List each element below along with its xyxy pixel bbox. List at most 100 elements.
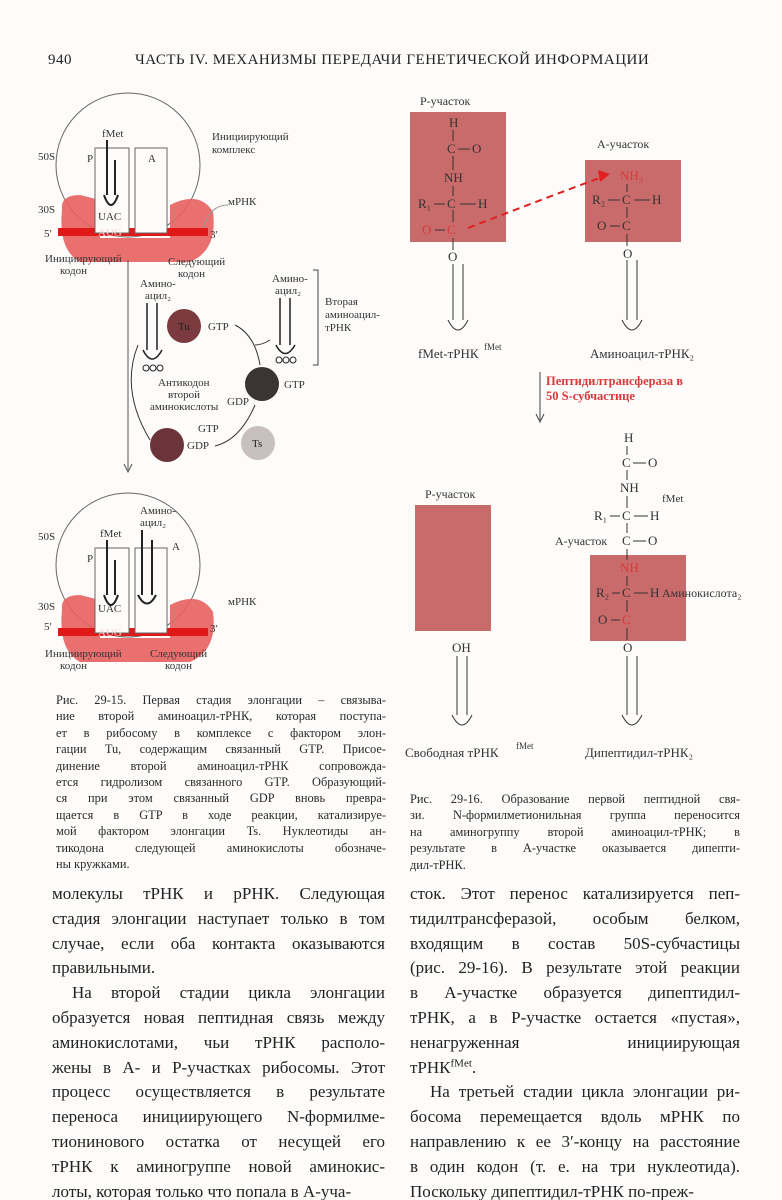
text-line: случае, если оба контакта оказываются [52,933,385,953]
text-line: динение второй аминоацил-тРНК сопровожда… [56,758,386,773]
atom-o7: O [648,533,657,548]
next-codon-label-2: кодон [178,268,205,280]
gtp-label-3: GTP [198,423,219,435]
anticodon-label: Антикодон [158,377,210,389]
text-line: жены в А- и Р-участках рибосомы. Этот [52,1057,385,1077]
fmet-trna-label: fMet-тРНК [418,346,479,361]
five-prime-label-2: 5′ [44,621,52,633]
enzyme-label-2: 50 S-субчастице [546,389,635,403]
anticodon-uac: UAC [98,211,121,223]
empty-p-site-box [415,505,491,631]
atom-h6: H [650,585,659,600]
enzyme-label: Пептидилтрансфераза в [546,374,683,388]
a-site-label-2: A [172,541,180,553]
aminoacyl-label-right: Амино- [272,273,308,285]
p-site-label: Р-участок [420,94,470,108]
atom-c: C [447,141,456,156]
p-site-label-2: Р-участок [425,487,475,501]
three-prime-label: 3′ [210,229,218,241]
atom-o5: O [623,246,632,261]
atom-o2: O [422,222,431,237]
fmet-label: fMet [102,128,123,140]
a-site-label-2: А-участок [555,534,607,548]
gtp-label-2: GTP [284,379,305,391]
tu-factor [167,309,201,343]
text-line: стадия элонгации наступает только в том [52,908,385,928]
text-line: образуется новая пептидная связь между [52,1007,385,1027]
running-title: ЧАСТЬ IV. МЕХАНИЗМЫ ПЕРЕДАЧИ ГЕНЕТИЧЕСКО… [135,52,650,68]
next-codon-label-3: Следующий [150,648,207,660]
atom-c6: C [622,455,631,470]
text-line: ненагруженная инициирующая [410,1032,740,1052]
text-line: На третьей стадии цикла элонгации ри- [430,1082,740,1102]
ribosome-after-binding: fMet Амино- ацил₂ 50S 30S P A UAC AUG 5′… [38,492,257,672]
next-codon-label-4: кодон [165,660,192,672]
atom-r2b: R₂ [596,585,609,600]
body-text-right-column: сток. Этот перенос катализируется пеп-ти… [410,882,740,1200]
ribosome-initiation-complex: fMet 50S 30S P A UAC AUG 5′ 3′ Инициирую… [38,92,289,280]
50s-label-2: 50S [38,531,55,543]
text-line: ны кружками. [56,857,130,872]
aminoacyl-label-left-2: ацил₂ [145,290,171,302]
text-line: тРНК, а в Р-участке остается «пустая», [410,1007,740,1027]
text-line: переноса инициирующего N-формилме- [52,1107,385,1127]
aminoacyl-label-left: Амино- [140,278,176,290]
text-line: Рис. 29-15. Первая стадия элонгации – св… [56,693,386,707]
init-codon-label-4: кодон [60,660,87,672]
text-line: результате в А-участке оказывается дипеп… [410,841,740,856]
atom-h5: H [650,508,659,523]
free-trna-superscript: fMet [516,741,534,751]
text-line: направлению к ее 3′-концу на расстояние [410,1131,740,1151]
atom-r1b: R₁ [594,508,607,523]
text-line: щается в GTP в ходе реакции, катализируе… [56,807,386,822]
30s-label-2: 30S [38,601,55,613]
init-codon-label-2: кодон [60,265,87,277]
text-line: ет в рибосому в комплексе с фактором эло… [56,725,386,740]
atom-nh3b: NH [620,560,639,575]
text-line: тидилтрансферазой, особым белком, [410,908,740,928]
anticodon-uac-2: UAC [98,603,121,615]
ts-factor [241,426,275,460]
text-line: в один кодон (т. е. на три нуклеотида). [410,1156,740,1176]
atom-o8: O [598,612,607,627]
p-site-label-2: P [87,553,93,565]
atom-o: O [472,141,481,156]
second-trna-label: Вторая [325,296,358,308]
text-line: аминокислотами, чьи тРНК располо- [52,1032,385,1052]
a-site-label: A [148,153,156,165]
complex-label-2: комплекс [212,144,255,156]
gtp-label-1: GTP [208,321,229,333]
atom-o4: O [597,218,606,233]
aminoacyl-label-right-2: ацил₂ [275,285,301,297]
fmet-trna-superscript: fMet [484,342,502,352]
p-site-box [410,112,506,242]
five-prime-label: 5′ [44,228,52,240]
fmet-label: fMet [662,493,683,505]
aminoacyl-label-3: Амино- [140,505,176,517]
text-line: тионинового остатка от несущей его [52,1131,385,1151]
mrna-label-2: мРНК [228,596,257,608]
init-codon-label-3: Инициирующий [45,648,122,660]
atom-h3: H [652,192,661,207]
codon-aug: AUG [98,227,122,239]
tu-gdp-complex [150,428,184,462]
complex-label: Инициирующий [212,131,289,143]
text-line: сток. Этот перенос катализируется пеп- [410,884,740,903]
text-line: На второй стадии цикла элонгации [72,983,385,1003]
aminoacid-label: Аминокислота₂ [662,586,741,600]
text-line: Рис. 29-16. Образование первой пептидной… [410,792,740,806]
text-line: лоты, которая только что попала в А-уча- [52,1181,352,1200]
atom-c9: C [622,585,631,600]
atom-o3: O [448,249,457,264]
trna-text: тРНК [410,1057,451,1077]
dipeptidyl-trna-label: Дипептидил-тРНК₂ [585,745,693,760]
atom-c5: C [622,218,631,233]
atom-c10: C [622,612,631,627]
text-line: процесс осуществляется в результате [52,1082,385,1102]
text-line: тРНКfMet. [410,1056,740,1081]
second-trna-label-3: тРНК [325,322,352,334]
30s-label: 30S [38,204,55,216]
text-line: (рис. 29-16). В результате этой реакции [410,958,740,978]
